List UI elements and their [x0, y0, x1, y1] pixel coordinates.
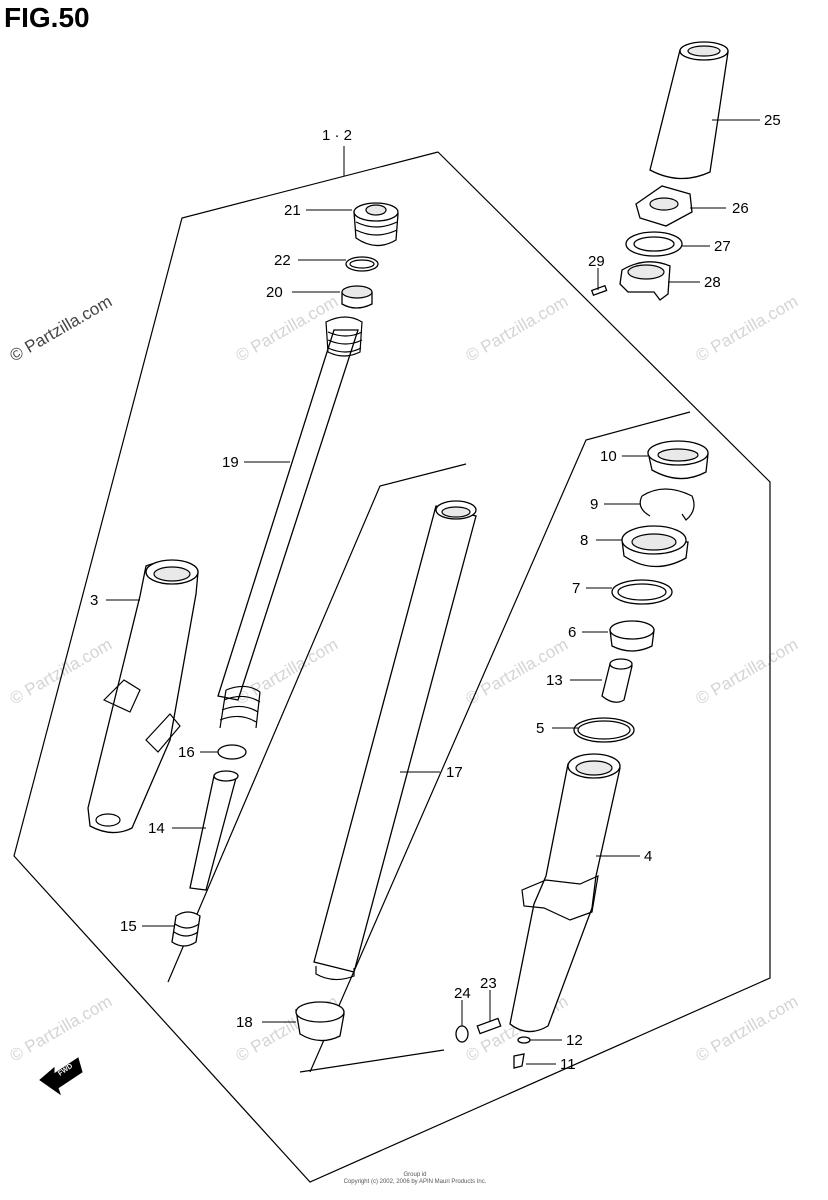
label-27: 27: [714, 238, 731, 255]
label-21: 21: [284, 202, 301, 219]
part-19-damper-rod[interactable]: [217, 316, 363, 701]
label-12: 12: [566, 1032, 583, 1049]
watermark: © Partzilla.com: [463, 292, 572, 366]
label-18: 18: [236, 1014, 253, 1031]
part-27-washer[interactable]: [625, 231, 683, 257]
figure-title: FIG.50: [4, 2, 90, 33]
part-6-bushing[interactable]: [609, 620, 655, 652]
label-29: 29: [588, 253, 605, 270]
watermark: © Partzilla.com: [693, 635, 802, 709]
footer: Group id Copyright (c) 2002, 2006 by API…: [300, 1172, 530, 1186]
label-17: 17: [446, 764, 463, 781]
label-19: 19: [222, 454, 239, 471]
part-13-oil-lock[interactable]: [601, 658, 633, 703]
part-7-washer[interactable]: [611, 579, 673, 605]
part-28-clamp[interactable]: [619, 261, 671, 301]
label-25: 25: [764, 112, 781, 129]
part-8-oil-seal[interactable]: [621, 525, 689, 568]
label-13: 13: [546, 672, 563, 689]
label-26: 26: [732, 200, 749, 217]
label-10: 10: [600, 448, 617, 465]
label-15: 15: [120, 918, 137, 935]
part-17-inner-tube[interactable]: [313, 500, 477, 981]
label-22: 22: [274, 252, 291, 269]
part-16-ring[interactable]: [217, 744, 247, 760]
spring-coil[interactable]: [219, 685, 261, 729]
watermark: © Partzilla.com: [693, 292, 802, 366]
part-29-bolt[interactable]: [590, 284, 608, 297]
part-18-bushing[interactable]: [295, 1001, 345, 1042]
label-4: 4: [644, 848, 652, 865]
part-20-spacer[interactable]: [341, 285, 373, 309]
part-24-plug[interactable]: [455, 1025, 469, 1043]
label-16: 16: [178, 744, 195, 761]
part-4-outer-tube-right[interactable]: [509, 753, 621, 1033]
watermark: © Partzilla.com: [233, 292, 342, 366]
part-9-clip[interactable]: [639, 488, 695, 521]
label-1-2: 1 · 2: [322, 127, 352, 144]
part-14-cylinder[interactable]: [189, 770, 239, 891]
part-26-nut[interactable]: [635, 185, 693, 227]
part-23-bolt[interactable]: [476, 1017, 502, 1035]
tube-group-outline: [167, 463, 467, 983]
watermark: © Partzilla.com: [7, 635, 116, 709]
part-3-outer-tube-left[interactable]: [87, 559, 199, 834]
label-28: 28: [704, 274, 721, 291]
label-8: 8: [580, 532, 588, 549]
label-23: 23: [480, 975, 497, 992]
label-3: 3: [90, 592, 98, 609]
fwd-arrow: FWD: [39, 1057, 83, 1096]
tube-group-outline-lower: [299, 1049, 445, 1073]
part-11-bolt[interactable]: [513, 1053, 525, 1069]
label-11: 11: [560, 1056, 576, 1073]
watermark: © Partzilla.com: [693, 992, 802, 1066]
label-14: 14: [148, 820, 165, 837]
watermark: © Partzilla.com: [7, 992, 116, 1066]
part-21-cap-bolt[interactable]: [353, 202, 399, 247]
footer-line: Copyright (c) 2002, 2006 by APIN Mauri P…: [343, 1179, 487, 1185]
part-25-cover-tube[interactable]: [649, 41, 729, 180]
label-24: 24: [454, 985, 471, 1002]
footer-line: Group id: [403, 1172, 427, 1178]
label-6: 6: [568, 624, 576, 641]
part-22-o-ring[interactable]: [345, 256, 379, 272]
label-20: 20: [266, 284, 283, 301]
assembly-outline: [13, 151, 771, 1183]
part-5-ring[interactable]: [573, 717, 635, 743]
part-10-dust-seal[interactable]: [647, 440, 709, 480]
watermark-main: © Partzilla.com: [7, 292, 116, 366]
label-7: 7: [572, 580, 580, 597]
label-9: 9: [590, 496, 598, 513]
right-group-outline: [309, 411, 691, 1073]
leader-lines: [106, 119, 760, 1065]
label-5: 5: [536, 720, 544, 737]
part-15-spring[interactable]: [171, 911, 201, 947]
part-labels: 1 · 2 3 4 5 6 7 8 9 10 11 12 13 14 15 16…: [90, 112, 781, 1073]
part-12-washer[interactable]: [517, 1036, 531, 1044]
